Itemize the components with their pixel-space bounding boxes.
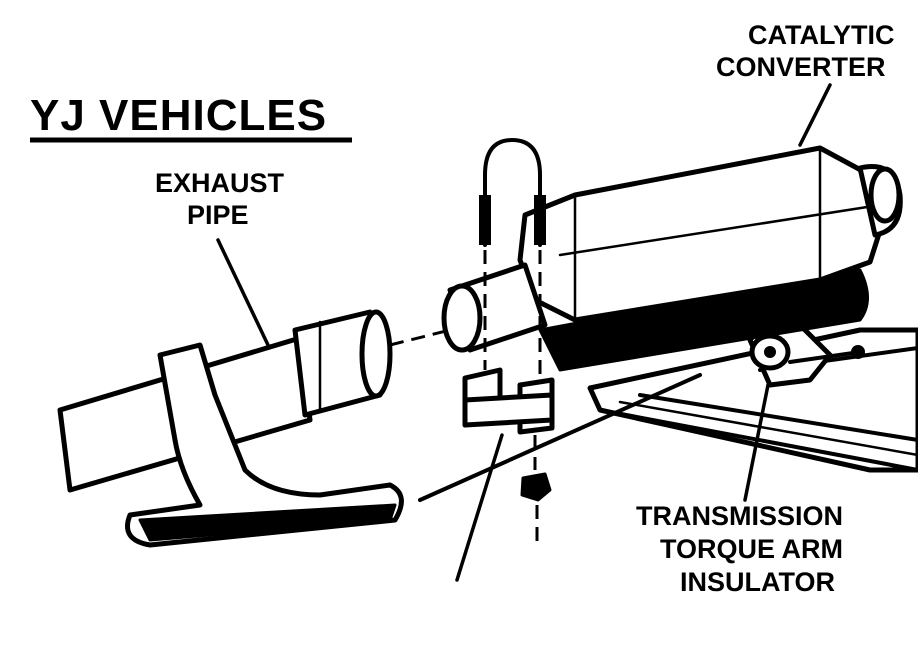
frame-rail-edge-mid	[638, 393, 918, 442]
leader-clamp	[455, 433, 504, 582]
crossmember-line	[418, 373, 702, 502]
exhaust-alignment-dash	[389, 328, 451, 347]
label-exhaust-line1: EXHAUST	[155, 168, 285, 198]
converter-outlet-end	[868, 166, 902, 224]
u-bolt-thread-left	[479, 195, 491, 245]
title-group: YJ VEHICLES	[30, 91, 352, 143]
leader-torque-arm-insulator	[743, 383, 770, 502]
label-catalytic-converter: CATALYTIC CONVERTER	[716, 20, 895, 147]
label-torque-arm-insulator: TRANSMISSION TORQUE ARM INSULATOR	[636, 383, 843, 597]
label-insulator-line2: TORQUE ARM	[660, 534, 843, 564]
torque-arm-bolt	[851, 345, 865, 359]
frame-rail	[587, 327, 918, 473]
exhaust-pipe-end	[359, 309, 393, 399]
catalytic-converter	[441, 145, 903, 372]
converter-shadow	[538, 268, 869, 372]
label-exhaust-line2: PIPE	[187, 200, 249, 230]
insulator-bolt-hole	[764, 346, 776, 358]
frame-rail-edge-lower	[598, 408, 918, 472]
label-catalytic-line2: CONVERTER	[716, 52, 886, 82]
exhaust-pipe	[57, 309, 451, 493]
hanger-bracket-shadow	[138, 503, 397, 542]
clamp-bridge	[462, 392, 555, 428]
pipe-hanger-bracket	[125, 342, 404, 548]
converter-ridge	[558, 203, 882, 257]
label-insulator-line1: TRANSMISSION	[636, 501, 843, 531]
u-bolt	[483, 137, 542, 247]
label-catalytic-line1: CATALYTIC	[748, 20, 895, 50]
clamp-nut	[520, 472, 552, 502]
leader-catalytic-converter	[798, 83, 832, 147]
u-bolt-clamp	[462, 137, 555, 545]
torque-arm-rod	[788, 350, 862, 364]
converter-inlet-end	[441, 283, 483, 353]
label-exhaust-pipe: EXHAUST PIPE	[155, 168, 285, 347]
diagram-title: YJ VEHICLES	[30, 91, 327, 140]
frame-rail-edge-inner	[618, 400, 918, 457]
label-insulator-line3: INSULATOR	[680, 567, 835, 597]
leader-exhaust-pipe	[216, 238, 270, 347]
u-bolt-thread-right	[534, 195, 546, 245]
hanger-bracket-body	[125, 342, 404, 548]
